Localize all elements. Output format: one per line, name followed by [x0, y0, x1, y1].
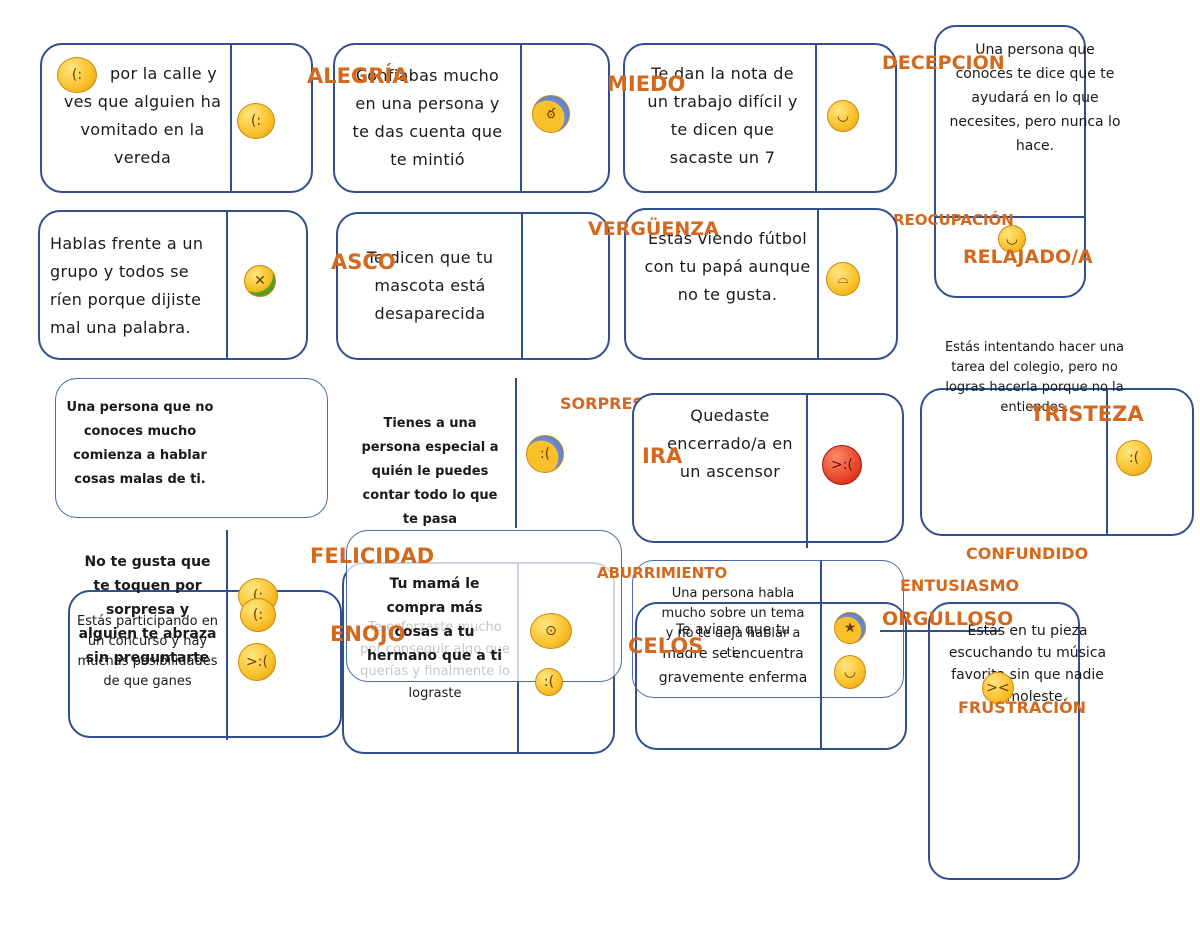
card-divider — [880, 630, 1000, 632]
card-divider — [515, 378, 517, 528]
angry-icon: >:( — [822, 445, 862, 485]
card-text: Tu mamá le compra más cosas a tu hermano… — [366, 576, 503, 664]
confounded-icon: >< — [982, 672, 1014, 704]
card-divider — [521, 212, 523, 360]
card-divider — [806, 393, 808, 548]
label-tristeza: TRISTEZA — [1030, 402, 1144, 426]
star-struck-icon: ★ — [834, 612, 866, 644]
label-relajado: RELAJADO/A — [963, 246, 1093, 268]
card-text: Tienes a una persona especial a quién le… — [361, 416, 499, 527]
card-divider — [226, 210, 228, 360]
card-text: No te gusta que te toquen por sorpresa y… — [78, 554, 217, 666]
card-divider — [226, 530, 228, 740]
label-asco: ASCO — [331, 250, 396, 274]
card-text: Confiabas mucho en una persona y te das … — [352, 66, 503, 169]
card-divider — [230, 43, 232, 193]
card-text: Te dan la nota de un trabajo difícil y t… — [647, 64, 798, 167]
angry-icon: >:( — [238, 643, 276, 681]
label-felicidad: FELICIDAD — [310, 544, 435, 568]
card-text: Estás intentando hacer una tarea del col… — [944, 340, 1125, 415]
blushing-icon: ◡ — [834, 655, 866, 689]
card-gossip — [55, 378, 328, 518]
card-text: Estás participando en un concurso y hay … — [76, 614, 219, 689]
card-text: Estás viendo fútbol con tu papá aunque n… — [644, 229, 811, 304]
frowning-icon: :( — [1116, 440, 1152, 476]
label-miedo: MIEDO — [607, 72, 686, 96]
label-decepcion: DECEPCIÓN — [882, 52, 1005, 74]
card-divider — [1106, 388, 1108, 536]
card-divider — [934, 216, 1086, 218]
card-talker — [632, 560, 904, 698]
label-frustracion: FRUSTRACIÓN — [958, 698, 1087, 717]
card-divider — [820, 560, 822, 750]
screaming-fear-icon: ఠ — [532, 95, 570, 133]
card-mom — [346, 530, 622, 682]
frowning-icon: :( — [535, 668, 563, 696]
card-divider — [520, 43, 522, 193]
exploding-head-icon: ⊙ — [530, 613, 572, 649]
sad-sweat-icon: ⌓ — [826, 262, 860, 296]
card-text: Una persona que conoces te dice que te a… — [949, 42, 1121, 154]
card-text: Hablas frente a un grupo y todos se ríen… — [50, 234, 204, 337]
card-music — [928, 602, 1080, 880]
card-text: Quedaste encerrado/a en un ascensor — [667, 406, 793, 481]
label-enojo: ENOJO — [330, 622, 406, 646]
card-text: Te avisan que tu madre se encuentra grav… — [658, 622, 808, 686]
label-aburrimiento: ABURRIMIENTO — [597, 564, 728, 582]
card-pet — [336, 212, 610, 360]
card-text: Una persona habla mucho sobre un tema y … — [661, 586, 805, 661]
label-preocupacion: PREOCUPACIÓN — [882, 211, 1014, 229]
label-orgulloso: ORGULLOSO — [882, 608, 1014, 630]
card-text: Estás en tu pieza escuchando tu música f… — [948, 623, 1107, 705]
card-divider — [815, 43, 817, 193]
label-celos: CELOS — [628, 634, 704, 658]
label-confundido: CONFUNDIDO — [966, 544, 1089, 563]
card-divider — [817, 208, 819, 360]
nauseated-icon: ✕ — [244, 265, 276, 297]
card-text: Te dicen que tu mascota está desaparecid… — [366, 248, 494, 323]
grinning-icon: (: — [237, 103, 275, 139]
label-alegria: ALEGRÍA — [307, 64, 409, 88]
card-text: Una persona que no conoces mucho comienz… — [66, 400, 214, 487]
label-ira: IRA — [642, 444, 683, 468]
label-verguenza: VERGÜENZA — [588, 218, 719, 240]
card-hug — [68, 590, 342, 738]
relieved-icon: ◡ — [998, 225, 1026, 253]
card-text: por la calle y ves que alguien ha vomita… — [63, 64, 222, 167]
label-entusiasmo: ENTUSIASMO — [900, 576, 1020, 595]
grinning-icon: (: — [57, 57, 97, 93]
relieved-icon: ◡ — [827, 100, 859, 132]
anxious-sweat-icon: :( — [526, 435, 564, 473]
grinning-icon: (: — [240, 598, 276, 632]
